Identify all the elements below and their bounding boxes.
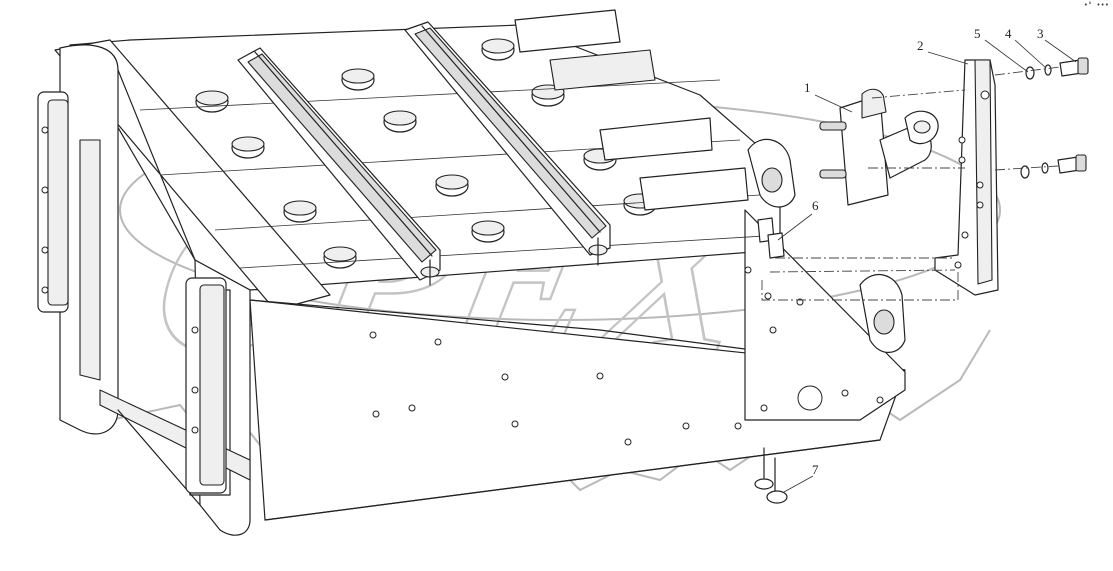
callout-3: 3 bbox=[1037, 26, 1044, 41]
cable-connector-upper bbox=[747, 138, 796, 208]
side-plate-holes bbox=[369, 266, 884, 446]
cable-connector-lower bbox=[859, 274, 906, 353]
terminal-blocks bbox=[514, 9, 749, 211]
part-7-nuts bbox=[754, 447, 788, 504]
callout-2: 2 bbox=[917, 38, 924, 53]
callout-5: 5 bbox=[974, 26, 981, 41]
fasteners-lower bbox=[1020, 154, 1087, 179]
assembly-lines bbox=[761, 66, 1061, 301]
callout-1: 1 bbox=[804, 80, 811, 95]
part-2-bracket bbox=[934, 59, 999, 296]
callout-6: 6 bbox=[812, 198, 819, 213]
leader-lines bbox=[777, 39, 1077, 493]
fasteners-upper bbox=[1025, 57, 1089, 80]
callout-labels: 1 2 5 4 3 6 7 bbox=[804, 26, 1044, 477]
hold-down-rail-left bbox=[237, 47, 441, 286]
corner-mark: •° ••• bbox=[1083, 1, 1109, 9]
end-plate-left bbox=[37, 91, 69, 313]
end-plate-front bbox=[185, 277, 227, 494]
part-6-bolts bbox=[757, 217, 785, 259]
battery-box-frame bbox=[54, 24, 906, 536]
callout-4: 4 bbox=[1005, 26, 1012, 41]
hold-down-rail-right bbox=[404, 21, 611, 266]
part-1-battery-switch bbox=[819, 88, 939, 206]
callout-7: 7 bbox=[812, 462, 819, 477]
battery-caps bbox=[195, 38, 657, 269]
